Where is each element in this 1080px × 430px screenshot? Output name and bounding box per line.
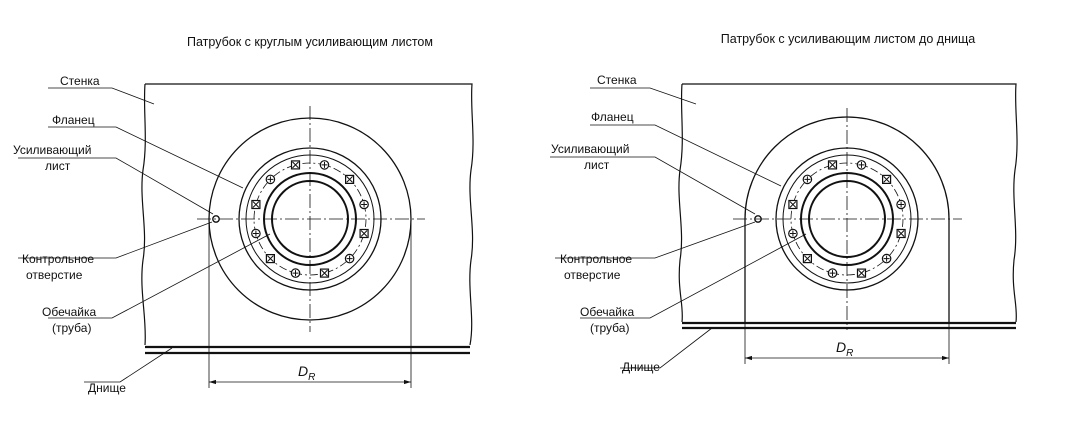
- right-bolt: [788, 199, 798, 210]
- left-label-shell-1: Обечайка: [42, 305, 96, 319]
- right-label-wall: Стенка: [597, 73, 637, 87]
- right-dim-label: DR: [836, 339, 853, 359]
- left-bolt: [319, 268, 330, 278]
- right-bolt: [881, 174, 892, 185]
- right-bolt: [856, 160, 867, 170]
- right-label-bottom: Днище: [622, 360, 660, 374]
- left-bolt: [265, 253, 276, 264]
- left-bolt: [251, 199, 261, 210]
- left-bolt: [344, 174, 355, 185]
- right-bolt: [881, 253, 892, 264]
- right-label-shell-1: Обечайка: [580, 305, 634, 319]
- left-bolt: [359, 199, 369, 210]
- right-label-hole-1: Контрольное: [560, 252, 632, 266]
- left-label-shell-2: (труба): [52, 321, 91, 335]
- right-bolt: [802, 174, 813, 185]
- left-label-bottom: Днище: [88, 381, 126, 395]
- left-bolt: [319, 160, 330, 170]
- right-label-shell-2: (труба): [590, 321, 629, 335]
- right-bolts: [788, 160, 906, 278]
- right-bolt: [802, 253, 813, 264]
- left-control-hole: [212, 215, 220, 223]
- left-bolt: [344, 253, 355, 264]
- left-leaders: [18, 87, 271, 383]
- left-title: Патрубок с круглым усиливающим листом: [187, 35, 433, 49]
- left-label-plate-2: лист: [45, 159, 71, 173]
- left-bolts: [251, 160, 369, 278]
- right-label-plate-2: лист: [584, 158, 610, 172]
- left-bolt: [251, 228, 261, 239]
- left-label-wall: Стенка: [60, 74, 100, 88]
- left-wall-outline: [141, 83, 474, 346]
- right-bolt: [788, 228, 798, 239]
- right-leaders: [550, 87, 807, 369]
- right-bolt: [827, 268, 838, 278]
- right-label-hole-2: отверстие: [564, 268, 621, 282]
- right-title: Патрубок с усиливающим листом до днища: [721, 32, 975, 46]
- right-bolt: [896, 199, 906, 210]
- right-wall-outline: [678, 83, 1018, 323]
- right-bolt: [827, 160, 838, 170]
- left-dim-label: DR: [298, 363, 315, 383]
- right-bolt: [856, 268, 867, 278]
- right-bolt: [896, 228, 906, 239]
- left-label-hole-2: отверстие: [26, 268, 83, 282]
- right-label-flange: Фланец: [591, 110, 634, 124]
- right-label-plate-1: Усиливающий: [551, 142, 629, 156]
- left-diagram: Патрубок с круглым усиливающим листом DR: [13, 35, 474, 395]
- left-label-hole-1: Контрольное: [22, 252, 94, 266]
- left-label-flange: Фланец: [52, 113, 95, 127]
- right-diagram: Патрубок с усиливающим листом до днища D…: [550, 32, 1018, 374]
- left-bolt: [359, 228, 369, 239]
- left-label-plate-1: Усиливающий: [13, 143, 91, 157]
- right-control-hole: [754, 215, 762, 223]
- left-bolt: [290, 268, 301, 278]
- left-bolt: [290, 160, 301, 170]
- left-bolt: [265, 174, 276, 185]
